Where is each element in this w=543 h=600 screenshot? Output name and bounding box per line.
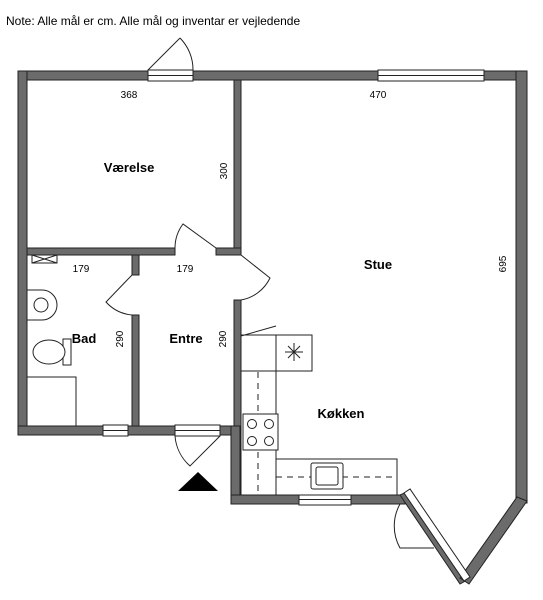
room-label-vaerelse: Værelse: [104, 160, 155, 175]
room-label-bad: Bad: [72, 331, 97, 346]
room-label-entre: Entre: [169, 331, 202, 346]
dim-entre-width: 179: [177, 264, 194, 275]
dim-bad-depth: 290: [115, 330, 126, 347]
entrance-arrow: [178, 472, 218, 491]
windows: [31, 69, 485, 582]
window-bay: [403, 488, 471, 582]
doors: [105, 37, 434, 549]
toilet: [32, 339, 66, 365]
interior-walls: [26, 79, 242, 427]
dim-stue-width: 470: [370, 90, 387, 101]
room-label-kokken: Køkken: [318, 406, 365, 421]
dim-bad-width: 179: [73, 264, 90, 275]
stove: [242, 413, 279, 451]
note-text: Note: Alle mål er cm. Alle mål og invent…: [6, 14, 300, 28]
kitchen-fixtures: [240, 325, 398, 496]
dim-vaerelse-width: 368: [121, 90, 138, 101]
dim-entre-depth: 290: [218, 330, 229, 347]
shower: [26, 376, 77, 427]
room-label-stue: Stue: [364, 257, 392, 272]
dim-vaerelse-depth: 300: [219, 162, 230, 179]
dim-stue-depth: 695: [498, 255, 509, 272]
bathroom-fixtures: [26, 289, 77, 427]
